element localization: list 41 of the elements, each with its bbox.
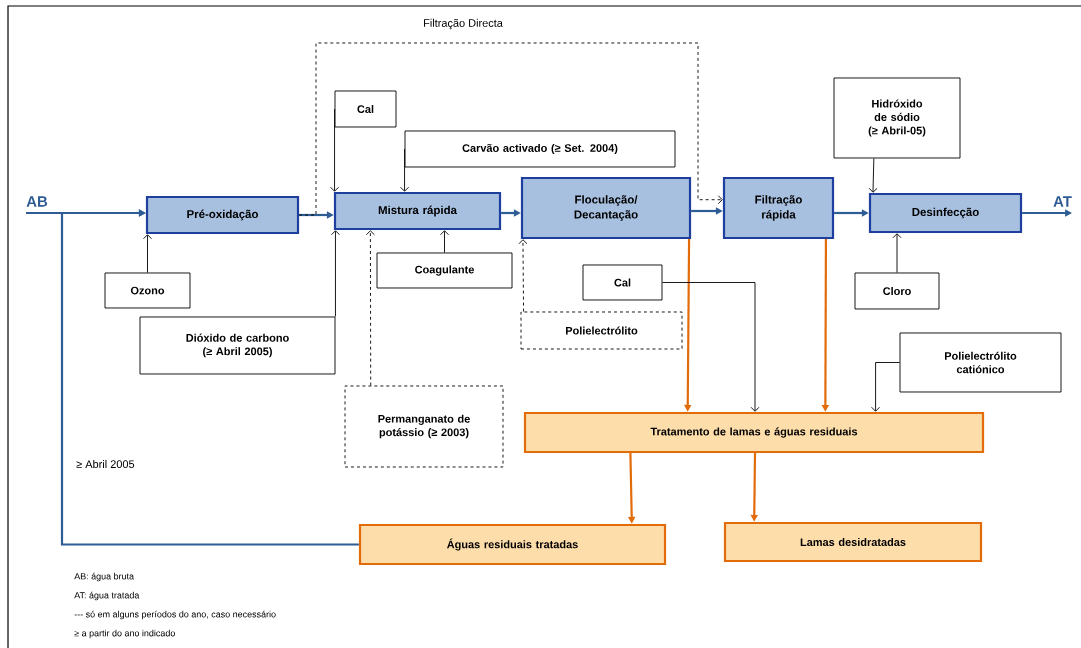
arrow bbox=[892, 233, 902, 273]
process-box: Desinfecção bbox=[868, 192, 1023, 234]
edge-label: Filtração Directa bbox=[422, 17, 504, 31]
arrow bbox=[365, 230, 375, 386]
arrow bbox=[440, 230, 449, 253]
flow-label: AT bbox=[1053, 196, 1072, 207]
arrow bbox=[143, 234, 152, 273]
reagent-box: Cloro bbox=[854, 272, 940, 310]
arrow bbox=[60, 209, 359, 546]
reagent-box: Coagulante bbox=[376, 252, 513, 289]
legend-text: AB: água bruta bbox=[74, 572, 134, 582]
flow-label: AB bbox=[26, 196, 48, 207]
note-text: ≥ Abril 2005 bbox=[76, 459, 135, 468]
sludge-box: Lamas desidratadas bbox=[723, 521, 983, 563]
reagent-box: Carvão activado (≥ Set. 2004) bbox=[404, 130, 676, 168]
reagent-box: Cal bbox=[582, 264, 663, 301]
reagent-box: Ozono bbox=[104, 272, 191, 309]
reagent-box: Permanganato de potássio (≥ 2003) bbox=[344, 385, 504, 468]
reagent-box: Hidróxido de sódio (≥ Abril-05) bbox=[833, 77, 961, 159]
reagent-box: Polielectrólito catiónico bbox=[899, 332, 1062, 393]
sludge-box: Águas residuais tratadas bbox=[358, 523, 667, 566]
arrow bbox=[330, 108, 339, 192]
process-box: Pré-oxidação bbox=[145, 195, 300, 235]
arrow bbox=[518, 239, 528, 312]
arrow bbox=[871, 362, 900, 412]
legend-text: ≥ a partir do ano indicado bbox=[74, 629, 175, 639]
process-box: Filtração rápida bbox=[722, 176, 835, 240]
arrow bbox=[662, 282, 760, 412]
arrow bbox=[298, 42, 723, 216]
sludge-box: Tratamento de lamas e águas residuais bbox=[523, 411, 985, 454]
legend-text: AT: água tratada bbox=[74, 591, 140, 601]
arrow bbox=[1022, 209, 1072, 217]
arrow bbox=[400, 148, 409, 192]
reagent-box: Cal bbox=[334, 90, 397, 128]
process-box: Mistura rápida bbox=[333, 191, 502, 231]
arrow bbox=[331, 230, 340, 317]
reagent-box: Polielectrólito bbox=[520, 311, 683, 350]
legend-text: --- só em alguns períodos do ano, caso necessário bbox=[74, 610, 276, 620]
arrow bbox=[868, 158, 878, 193]
process-box: Floculação/ Decantação bbox=[520, 176, 692, 240]
reagent-box: Dióxido de carbono (≥ Abril 2005) bbox=[139, 316, 336, 375]
